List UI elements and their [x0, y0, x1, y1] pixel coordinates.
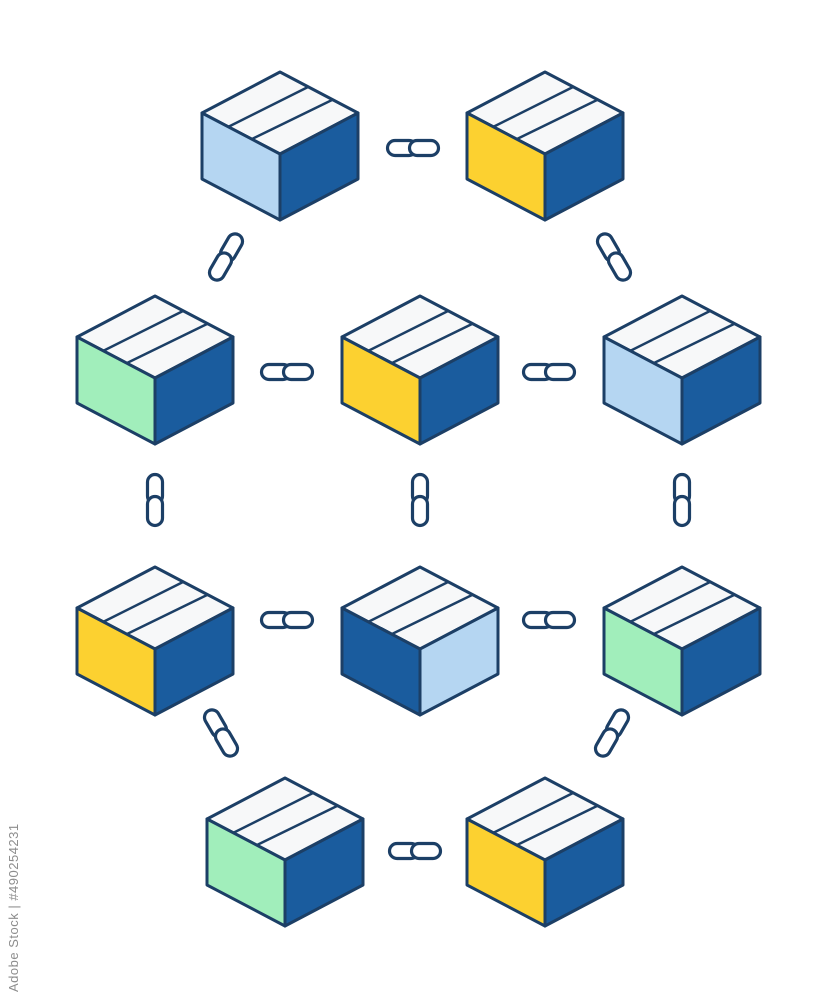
watermark-text: Adobe Stock | #490254231: [6, 823, 21, 992]
chain-link-icon: [521, 357, 577, 387]
block-box: [465, 776, 625, 928]
block-box: [205, 776, 365, 928]
block-box: [75, 294, 235, 446]
block-box: [602, 294, 762, 446]
chain-link-icon: [140, 472, 170, 528]
chain-link-icon: [385, 133, 441, 163]
chain-link-icon: [259, 605, 315, 635]
block-box: [465, 70, 625, 222]
chain-link-icon: [194, 701, 248, 764]
block-box: [75, 565, 235, 717]
chain-link-icon: [667, 472, 697, 528]
chain-link-icon: [259, 357, 315, 387]
block-box: [340, 565, 500, 717]
chain-link-icon: [387, 836, 443, 866]
chain-link-icon: [521, 605, 577, 635]
chain-link-icon: [199, 225, 253, 288]
chain-link-icon: [585, 701, 639, 764]
chain-link-icon: [405, 472, 435, 528]
block-box: [200, 70, 360, 222]
chain-link-icon: [587, 225, 641, 288]
block-box: [602, 565, 762, 717]
block-box: [340, 294, 500, 446]
